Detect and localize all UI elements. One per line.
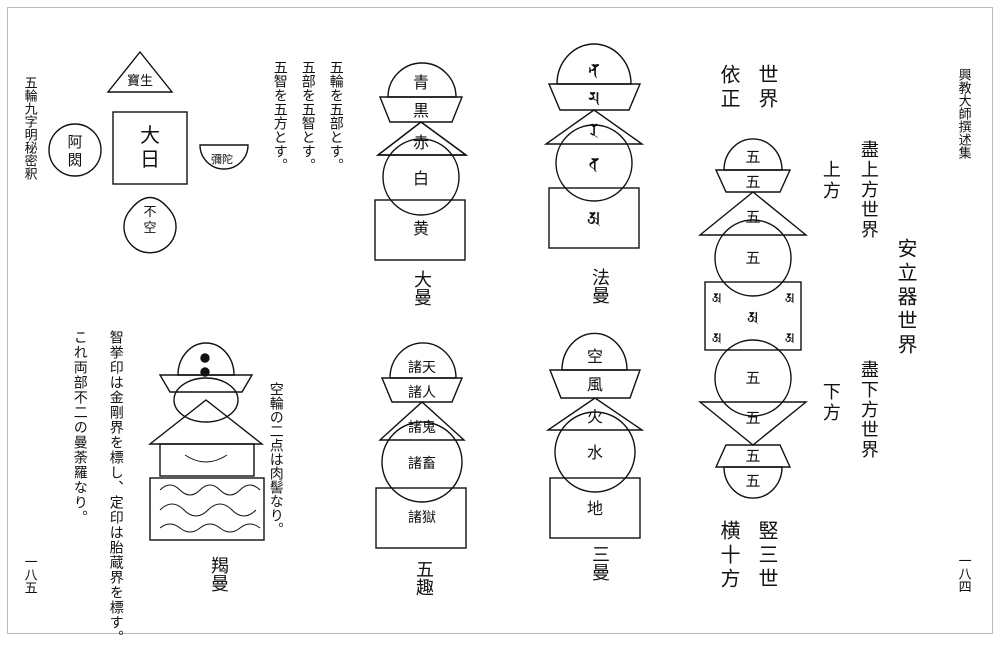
tower-char-1: 五 [745, 148, 760, 166]
sanman-char-3: 火 [587, 407, 603, 426]
buddha-left-circle [48, 123, 102, 177]
upper-world-label: 盡上方世界 [857, 140, 879, 240]
sanman-char-4: 水 [587, 443, 603, 462]
daiman-char-2: 黒 [413, 101, 429, 120]
buddha-left-label-1: 阿 [67, 133, 82, 151]
buddha-top-label: 寶生 [127, 73, 153, 89]
upper-direction-label: 上方 [819, 160, 841, 202]
daiman-char-5: 黄 [413, 219, 429, 238]
caption-sanman: 三曼 [589, 545, 610, 581]
caption-katsuma: 羯曼 [208, 556, 229, 592]
houman-char-4: 𑖪 [589, 154, 600, 175]
goshu-char-5: 諸獄 [408, 510, 436, 526]
note-five-rings-1: 五輪を五部とす。 [327, 60, 344, 172]
tower-char-7: 五 [745, 447, 760, 465]
running-head-left: 五輪九字明秘密釈 [21, 76, 37, 180]
tower-char-3: 五 [745, 208, 760, 226]
buddha-center-label-2: 日 [140, 147, 160, 171]
horizontal-ten-directions: 横十方 [717, 520, 741, 592]
buddha-bottom-label-2: 空 [143, 221, 156, 236]
stupa-double [698, 138, 808, 499]
caption-goshu: 五趣 [413, 560, 434, 596]
katsuma-figure [147, 342, 265, 541]
lower-direction-label: 下方 [819, 382, 841, 424]
daiman-char-4: 白 [413, 169, 429, 188]
eshou-label: 依正 [717, 64, 741, 112]
buddha-bottom-jewel [123, 196, 177, 254]
sanman-char-2: 風 [587, 375, 603, 394]
buddha-left-label-2: 閦 [67, 151, 82, 169]
houman-char-1: 𑖡 [588, 60, 600, 81]
tower-char-8: 五 [745, 472, 760, 490]
tower-side-char-4: 𑖀 [785, 331, 795, 346]
note-ryobu: これ両部不二の曼荼羅なり。 [71, 330, 88, 525]
note-kuurin: 空輪の二点は肉髻なり。 [267, 382, 284, 536]
stupa-daiman [374, 62, 469, 261]
goshu-char-2: 諸人 [408, 385, 436, 401]
five-buddha-diagram [48, 50, 249, 254]
note-five-rings-2: 五部を五智とす。 [299, 60, 316, 172]
houman-char-5: 𑖀 [587, 208, 601, 229]
buddha-right-label: 彌陀 [211, 152, 233, 166]
buddha-center-square [112, 111, 188, 185]
note-five-rings-3: 五智を五方とす。 [271, 60, 288, 172]
buddha-top-triangle [106, 50, 174, 93]
page-number-left: 一八五 [21, 555, 37, 594]
caption-daiman: 大曼 [411, 270, 432, 306]
tower-side-char-1: 𑖀 [712, 291, 722, 306]
stupa-sanman [545, 332, 645, 539]
tower-char-2: 五 [745, 173, 760, 191]
buddha-right-halfmoon [199, 144, 249, 170]
goshu-char-4: 諸畜 [408, 456, 436, 472]
daiman-char-1: 青 [413, 73, 429, 92]
tower-side-char-2: 𑖀 [785, 291, 795, 306]
houman-char-2: 𑖦 [588, 88, 600, 109]
lower-world-label: 盡下方世界 [857, 360, 879, 460]
tower-char-4: 五 [745, 249, 760, 267]
sanman-char-1: 空 [587, 347, 603, 366]
daiman-char-3: 赤 [413, 133, 429, 152]
caption-houman: 法曼 [589, 268, 610, 304]
tower-char-5: 五 [745, 369, 760, 387]
sanman-char-5: 地 [587, 499, 603, 518]
goshu-char-3: 諸鬼 [408, 420, 436, 436]
goshu-char-1: 諸天 [408, 360, 436, 376]
page-number-right: 一八四 [955, 554, 971, 593]
vertical-three-worlds: 竪三世 [755, 520, 779, 592]
tower-center-char: 𑖀 [747, 308, 758, 326]
buddha-bottom-label-1: 不 [143, 205, 156, 220]
running-head-right: 興教大師撰述集 [955, 68, 971, 159]
stupa-goshu [375, 342, 467, 549]
heading-anryu-kisekai: 安立器世界 [894, 238, 918, 358]
stupa-houman [543, 43, 645, 249]
page-frame [7, 7, 993, 634]
buddha-center-label-1: 大 [140, 123, 160, 147]
tower-char-6: 五 [745, 409, 760, 427]
world-label: 世界 [755, 64, 779, 112]
houman-char-3: 𑖨 [589, 120, 598, 141]
note-chikenin: 智挙印は金剛界を標し、定印は胎蔵界を標す。 [107, 330, 124, 645]
tower-side-char-3: 𑖀 [712, 331, 722, 346]
